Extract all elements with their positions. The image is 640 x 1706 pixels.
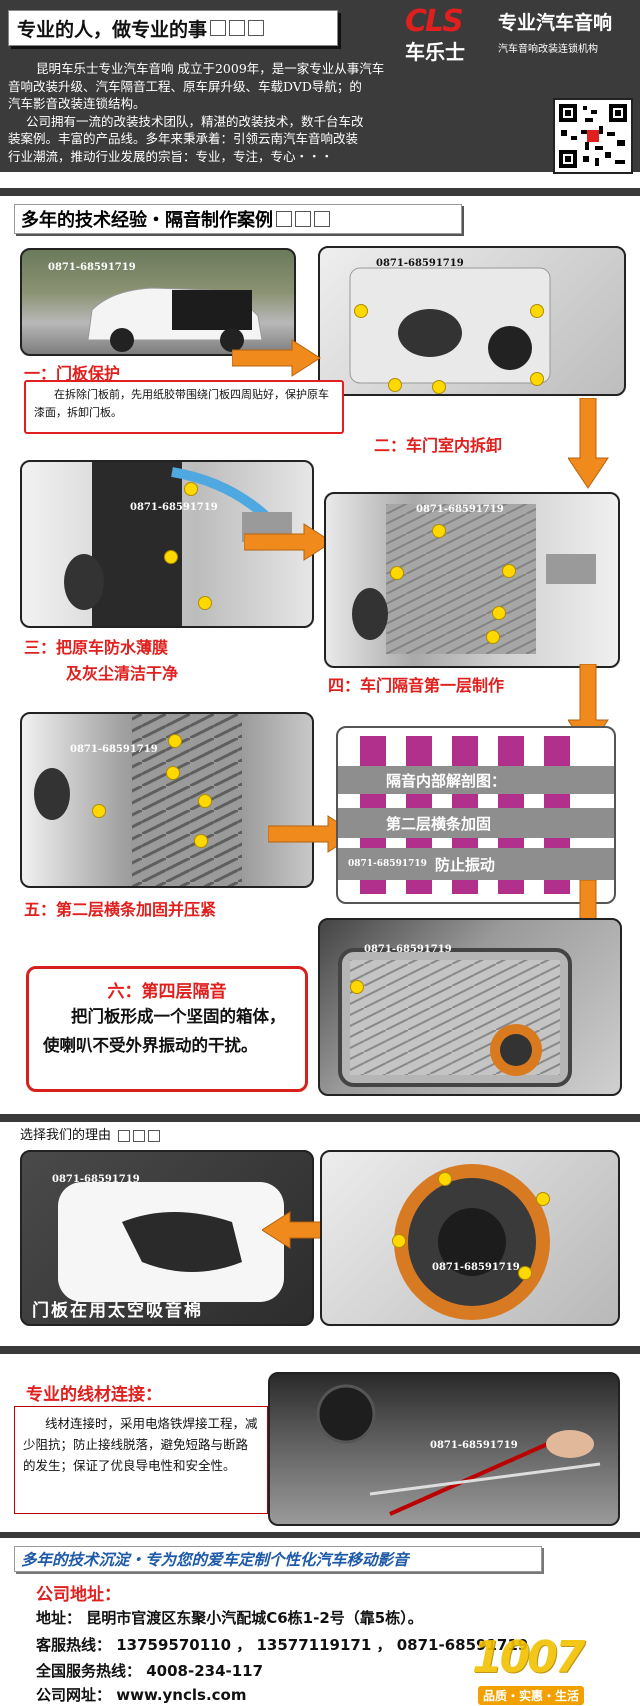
slogan-box: 专业的人，做专业的事 [8,10,338,46]
marker-dot [164,550,178,564]
step3-title-1: 三：把原车防水薄膜 [24,638,169,657]
photo-second-layer: 0871-68591719 [20,712,314,888]
step2-title: 二：车门室内拆卸 [374,436,503,455]
photo-soldering: 0871-68591719 [268,1372,620,1526]
address: 地址： 昆明市官渡区东聚小汽配城C6栋1-2号（靠5栋）。 [36,1609,423,1627]
photo-fourth-layer: 0871-68591719 [318,918,622,1096]
section3-title: 专业的线材连接： [26,1385,162,1405]
marker-dot [530,372,544,386]
phone-watermark: 0871-68591719 [376,258,464,269]
phone-watermark: 0871-68591719 [48,262,136,273]
marker-dot [166,766,180,780]
footer-banner: 多年的技术沉淀・专为您的爱车定制个性化汽车移动影音 [14,1546,542,1572]
divider [0,1532,640,1538]
step4-title: 四：车门隔音第一层制作 [328,676,505,695]
marker-dot [198,596,212,610]
marker-dot [350,980,364,994]
intro-line: 汽车影音改装连锁结构。 [8,96,146,111]
divider [0,1346,640,1354]
step1-desc: 在拆除门板前，先用纸胶带围绕门板四周贴好，保护原车漆面，拆卸门板。 [34,388,329,419]
marker-dot [502,564,516,578]
photo-first-layer: 0871-68591719 [324,492,620,668]
step6-title: 六：第四层隔音 [107,982,227,1002]
phone-watermark: 0871-68591719 [432,1262,520,1273]
phone-watermark: 0871-68591719 [416,504,504,515]
step1-desc-box: 在拆除门板前，先用纸胶带围绕门板四周贴好，保护原车漆面，拆卸门板。 [24,380,344,434]
section2-title: 选择我们的理由 [20,1128,112,1143]
brand-cn: 车乐士 [405,40,465,64]
marker-dot [536,1192,550,1206]
marker-dot [492,606,506,620]
divider [0,188,640,196]
intro-line: 昆明车乐士专业汽车音响 成立于2009年，是一家专业从事汽车 [36,61,385,76]
diagram-title: 隔音内部解剖图： [386,771,507,790]
marker-dot [432,380,446,394]
phone-watermark: 0871-68591719 [348,859,427,869]
step6-desc: 把门板形成一个坚固的箱体，使喇叭不受外界振动的干扰。 [43,1007,286,1055]
logo: CLS [405,4,495,39]
section1-title-bar: 多年的技术经验・隔音制作案例 [14,204,462,234]
marker-dot [432,524,446,538]
section3-desc: 线材连接时，采用电烙铁焊接工程，减少阻抗；防止接线脱落，避免短路与断路的发生；保… [23,1416,258,1473]
arrow-right [244,523,333,561]
brand-title: 专业汽车音响 [498,12,613,34]
section2-title-row: 选择我们的理由 [20,1124,161,1143]
photo-door-removed: 0871-68591719 [318,246,626,396]
photo-speaker-install: 0871-68591719 [320,1150,620,1326]
marker-dot [388,378,402,392]
watermark-number: 1007 [472,1632,585,1683]
arrow-right [232,339,321,377]
anatomy-diagram: 隔音内部解剖图： 第二层横条加固 0871-68591719 防止振动 [336,726,616,904]
marker-dot [198,794,212,808]
step3-title-2: 及灰尘清洁干净 [66,664,179,683]
intro-line: 行业潮流，推动行业发展的宗旨：专业，专注，专心・・・ [8,148,334,164]
logo-text: CLS [405,4,464,39]
national-hotline: 全国服务热线： 4008-234-117 [36,1662,264,1680]
marker-dot [184,482,198,496]
intro-text: 昆明车乐士专业汽车音响 成立于2009年，是一家专业从事汽车 音响改装升级、汽车… [8,60,548,165]
marker-dot [92,804,106,818]
watermark-slogan: 品质・实惠・生活 [478,1686,585,1705]
diagram-row1: 第二层横条加固 [386,814,492,833]
phone-watermark: 0871-68591719 [70,744,158,755]
phone-watermark: 0871-68591719 [430,1440,518,1451]
hotline: 客服热线： 13759570110 ， 13577119171 ， 0871-6… [36,1636,529,1654]
phone-watermark: 0871-68591719 [130,502,218,513]
phone-watermark: 0871-68591719 [52,1174,140,1185]
marker-dot [392,1234,406,1248]
phone-watermark: 0871-68591719 [364,944,452,955]
section3-desc-box: 线材连接时，采用电烙铁焊接工程，减少阻抗；防止接线脱落，避免短路与断路的发生；保… [14,1406,268,1514]
step5-title: 五：第二层横条加固并压紧 [24,900,217,919]
address-title: 公司地址： [36,1585,121,1605]
diagram-row2: 防止振动 [434,855,495,874]
marker-dot [390,566,404,580]
intro-line: 装案例。丰富的产品线。多年来秉承着：引领云南汽车音响改装 [8,131,359,146]
step6-box: 六：第四层隔音 把门板形成一个坚固的箱体，使喇叭不受外界振动的干扰。 [26,966,308,1092]
marker-dot [354,304,368,318]
marker-dot [518,1266,532,1280]
intro-line: 音响改装升级、汽车隔音工程、原车屏升级、车载DVD导航；的 [8,78,362,94]
section1-title: 多年的技术经验・隔音制作案例 [21,210,273,231]
photo-car-exterior: 0871-68591719 [20,248,296,356]
marker-dot [530,304,544,318]
site-watermark: 1007 品质・实惠・生活 [468,1632,636,1706]
step1-title: 一：门板保护 [24,364,121,383]
marker-dot [194,834,208,848]
slogan-text: 专业的人，做专业的事 [17,18,208,41]
divider [0,1114,640,1122]
brand-sub: 汽车音响改装连锁机构 [498,44,598,55]
arrow-down [568,398,609,489]
photo-space-foam: 0871-68591719 门板在用太空吸音棉 [20,1150,314,1326]
marker-dot [486,630,500,644]
website: 公司网址： www.yncls.com [36,1686,247,1704]
footer-banner-text: 多年的技术沉淀・专为您的爱车定制个性化汽车移动影音 [21,1550,409,1569]
section2-caption: 门板在用太空吸音棉 [32,1301,203,1321]
qr-code [553,98,633,174]
marker-dot [168,734,182,748]
marker-dot [438,1172,452,1186]
intro-line: 公司拥有一流的改装技术团队，精湛的改装技术，数千台车改 [26,113,364,129]
